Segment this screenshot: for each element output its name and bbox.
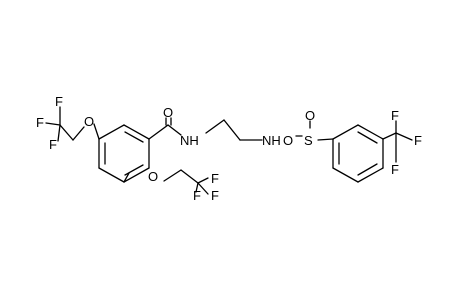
atom-f7: F: [391, 108, 399, 123]
atom-f5: F: [211, 188, 219, 203]
bond-c-f3: [57, 124, 61, 142]
ring1-bond-d-inner: [124, 164, 144, 176]
ring2-bond-f: [332, 124, 359, 140]
bond-ring-carbonyl: [148, 124, 169, 140]
bond-cf3-f5: [197, 182, 209, 195]
atom-f8: F: [414, 133, 422, 148]
bond-s-ring: [317, 138, 334, 141]
ring2-bond-c-inner: [357, 163, 378, 176]
atom-f9: F: [391, 162, 399, 177]
atom-o-carbonyl: O: [163, 105, 173, 120]
ring1-bond-d: [123, 167, 150, 183]
bond-cf3-f6: [195, 182, 199, 193]
atom-f4: F: [211, 171, 219, 186]
atom-s: S: [304, 133, 313, 148]
atom-f2: F: [36, 115, 44, 130]
atom-f3: F: [49, 137, 57, 152]
atom-o-ether1: O: [84, 114, 94, 129]
bond-o2-ch2: [163, 169, 182, 182]
ring2-bond-e: [357, 124, 384, 140]
ring1-bond-a: [98, 124, 125, 140]
bond-o1-ring: [93, 123, 100, 140]
ring1-bond-b-inner: [124, 131, 144, 143]
ring2-bond-e-inner: [357, 131, 378, 144]
bond-carbonyl-nh: [167, 124, 182, 136]
bond-cf3-f4: [197, 177, 209, 184]
ring1-bond-e: [98, 167, 125, 183]
bonds: [45, 106, 413, 195]
bond-ch2-cf3: [180, 169, 199, 184]
bond-cf3-f8: [395, 132, 413, 141]
atom-o-sulfinyl: O: [305, 108, 315, 123]
bond-ring-o2: [123, 172, 130, 183]
bond-c-ch2: [59, 124, 74, 141]
bond-ring2-cf3: [382, 132, 397, 140]
atom-labels: F F F O O NH O F F F NH O S O F F F: [36, 94, 422, 203]
ring2-bond-c: [357, 167, 384, 183]
bond-ch2-o1: [72, 126, 85, 141]
ring1-bond-b: [123, 124, 150, 140]
ring2-bond-b: [332, 167, 359, 183]
atom-o-ether2: O: [148, 169, 158, 184]
bond-c-f2: [45, 122, 61, 126]
atom-nh-amide: NH: [180, 133, 199, 148]
atom-f6: F: [193, 188, 201, 203]
atom-o-link: O: [283, 133, 293, 148]
atom-f1: F: [55, 94, 63, 109]
bond-nh-ch2: [205, 119, 225, 134]
atom-nh-amine: NH: [262, 133, 281, 148]
bond-ch2-ch2: [223, 119, 241, 141]
